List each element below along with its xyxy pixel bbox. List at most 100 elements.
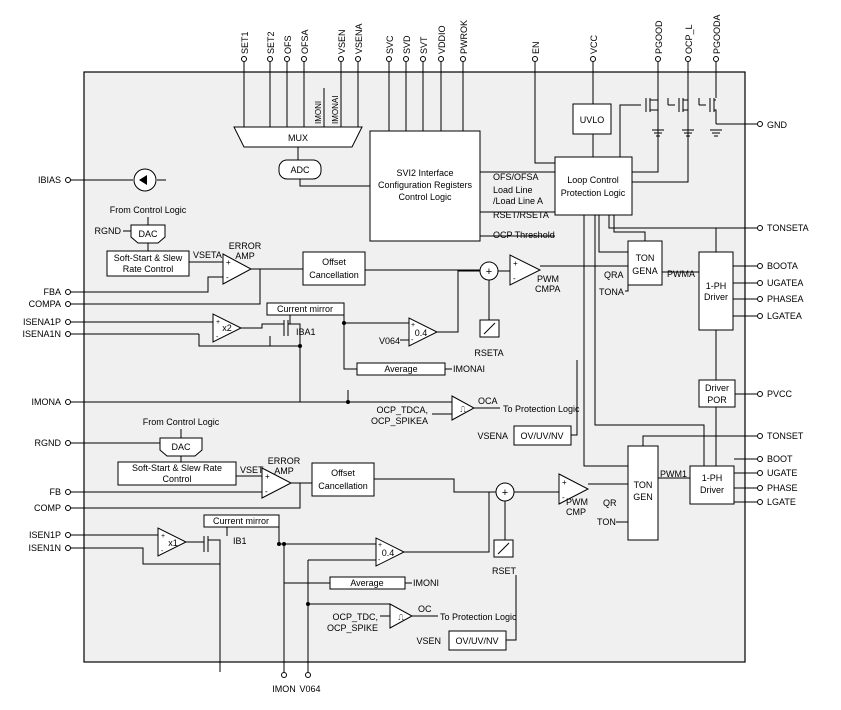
mux-label: MUX: [288, 133, 308, 143]
loop-control-block: [554, 156, 633, 216]
pin-right-label: GND: [767, 120, 788, 130]
svg-text:+: +: [513, 259, 518, 268]
svg-text:-: -: [378, 557, 381, 564]
pwm-line2: CMP: [566, 507, 586, 517]
svg-text:+: +: [562, 478, 567, 487]
pin-right-label: UGATE: [767, 468, 797, 478]
pin-left-label: RGND: [95, 226, 122, 236]
svg-text:+: +: [161, 533, 165, 540]
uvlo-label: UVLO: [580, 115, 605, 125]
pin-right-label: TONSETA: [767, 223, 809, 233]
svg-text:-: -: [216, 334, 219, 341]
pin-top-label: VCC: [589, 34, 599, 54]
x1-amp: [157, 527, 188, 557]
vset-label: VSET: [240, 465, 264, 475]
error-amp: [261, 467, 293, 499]
offset-line1: Offset: [331, 468, 355, 478]
driver-line2: Driver: [700, 485, 724, 495]
driver-a-line1: 1-PH: [706, 281, 727, 291]
loop-control-line2: Protection Logic: [561, 188, 626, 198]
qra-label: QRA: [604, 270, 624, 280]
svi2-out-loadline: Load Line: [493, 185, 533, 195]
ovuvnv-label: OV/UV/NV: [455, 636, 498, 646]
pin-top-label: SET2: [266, 31, 276, 54]
svg-text:-: -: [265, 487, 268, 496]
svi2-out-rset: RSET/RSETA: [493, 210, 549, 220]
rset-label: RSET: [492, 566, 517, 576]
gain-a-label: 0.4: [415, 328, 428, 338]
ovuvnv-a-label: OV/UV/NV: [520, 431, 563, 441]
pin-right-label: PHASE: [767, 483, 798, 493]
driver-por-line1: Driver: [705, 383, 729, 393]
from-ctrl-a: From Control Logic: [110, 205, 187, 215]
svg-text:-: -: [513, 274, 516, 283]
softstart-a-block: [106, 250, 190, 277]
average-a-label: Average: [384, 364, 417, 374]
iba1-label: IBA1: [296, 327, 316, 337]
pin-left-label: ISEN1P: [29, 530, 61, 540]
driver-a-block: [698, 251, 734, 331]
to-prot-a-label: To Protection Logic: [503, 404, 580, 414]
svg-text:+: +: [265, 472, 270, 481]
x2-amp: [212, 313, 243, 343]
pin-right-label: BOOTA: [767, 261, 798, 271]
pin-right-label: LGATEA: [767, 311, 802, 321]
ocp-line2: OCP_SPIKE: [327, 623, 378, 633]
svg-text:+: +: [502, 487, 508, 499]
ton-label: TON: [597, 517, 616, 527]
pin-bottom-label: IMON: [272, 684, 296, 694]
ton-gena-line1: TON: [636, 253, 655, 263]
pin-left-label: ISENA1P: [23, 317, 61, 327]
imonai-label: IMONAI: [453, 364, 485, 374]
left-pins: IBIAS FBA COMPA ISENA1P ISENA1N IMONA RG…: [22, 175, 71, 553]
svg-text:-: -: [411, 337, 414, 344]
softstart-a-line1: Soft-Start & Slew: [114, 253, 183, 263]
pin-right-label: PHASEA: [767, 294, 804, 304]
ton-gena-line2: GENA: [632, 266, 658, 276]
error-amp-line1: ERROR: [268, 456, 301, 466]
offset-a-line2: Cancellation: [309, 270, 359, 280]
softstart-line2: Control: [162, 474, 191, 484]
pin-top-label: SVC: [385, 35, 395, 54]
pwm-a-line1: PWM: [537, 274, 559, 284]
pin-right-label: BOOT: [767, 454, 793, 464]
mux-adc-group: MUX IMONI IMONAI ADC SVI2 Interface Conf…: [233, 88, 555, 242]
x1-label: x1: [168, 538, 178, 548]
pin-right-label: PVCC: [767, 389, 793, 399]
pin-left-label: IBIAS: [38, 175, 61, 185]
pwma-label: PWMA: [667, 269, 695, 279]
pin-left-label: FB: [49, 487, 61, 497]
uvlo-block: [572, 103, 612, 135]
pin-top-label: OFS: [283, 35, 293, 54]
pin-top-label: PGOODA: [712, 14, 722, 54]
gain-amp: [375, 537, 406, 567]
pin-right-label: LGATE: [767, 497, 796, 507]
svi2-out-ofs: OFS/OFSA: [493, 172, 539, 182]
channel-main: From Control Logic DAC Soft-Start & Slew…: [70, 215, 757, 672]
top-pins: SET1 SET2 OFS OFSA VSEN VSENA SVC SVD SV…: [240, 14, 722, 131]
adc-label: ADC: [290, 165, 310, 175]
right-pins: TONSETA BOOTA UGATEA PHASEA LGATEA PVCC …: [757, 223, 809, 507]
svi2-out-ocp: OCP Threshold: [493, 230, 555, 240]
pin-left-label: ISENA1N: [22, 329, 61, 339]
pwm-line1: PWM: [566, 497, 588, 507]
driver-por-block: [698, 379, 736, 408]
v064-a-label: V064: [379, 336, 400, 346]
oc-label: OC: [418, 604, 432, 614]
pwm-comp: [558, 473, 590, 505]
mux-input-imoni: IMONI: [314, 101, 323, 124]
pin-left-label: COMP: [34, 503, 61, 513]
qr-label: QR: [603, 498, 617, 508]
gain-a-amp: [408, 317, 439, 347]
ton-gen-line1: TON: [634, 480, 653, 490]
svg-text:+: +: [216, 319, 220, 326]
offset-a-block: [302, 251, 366, 286]
rseta-label: RSETA: [474, 348, 503, 358]
oca-label: OCA: [478, 396, 498, 406]
from-ctrl: From Control Logic: [143, 417, 220, 427]
ton-gen-block: [627, 445, 659, 541]
svg-text:+: +: [378, 542, 382, 549]
pin-top-label: OFSA: [300, 29, 310, 54]
svg-text:-: -: [161, 548, 164, 555]
vseta-label: VSETA: [193, 250, 222, 260]
